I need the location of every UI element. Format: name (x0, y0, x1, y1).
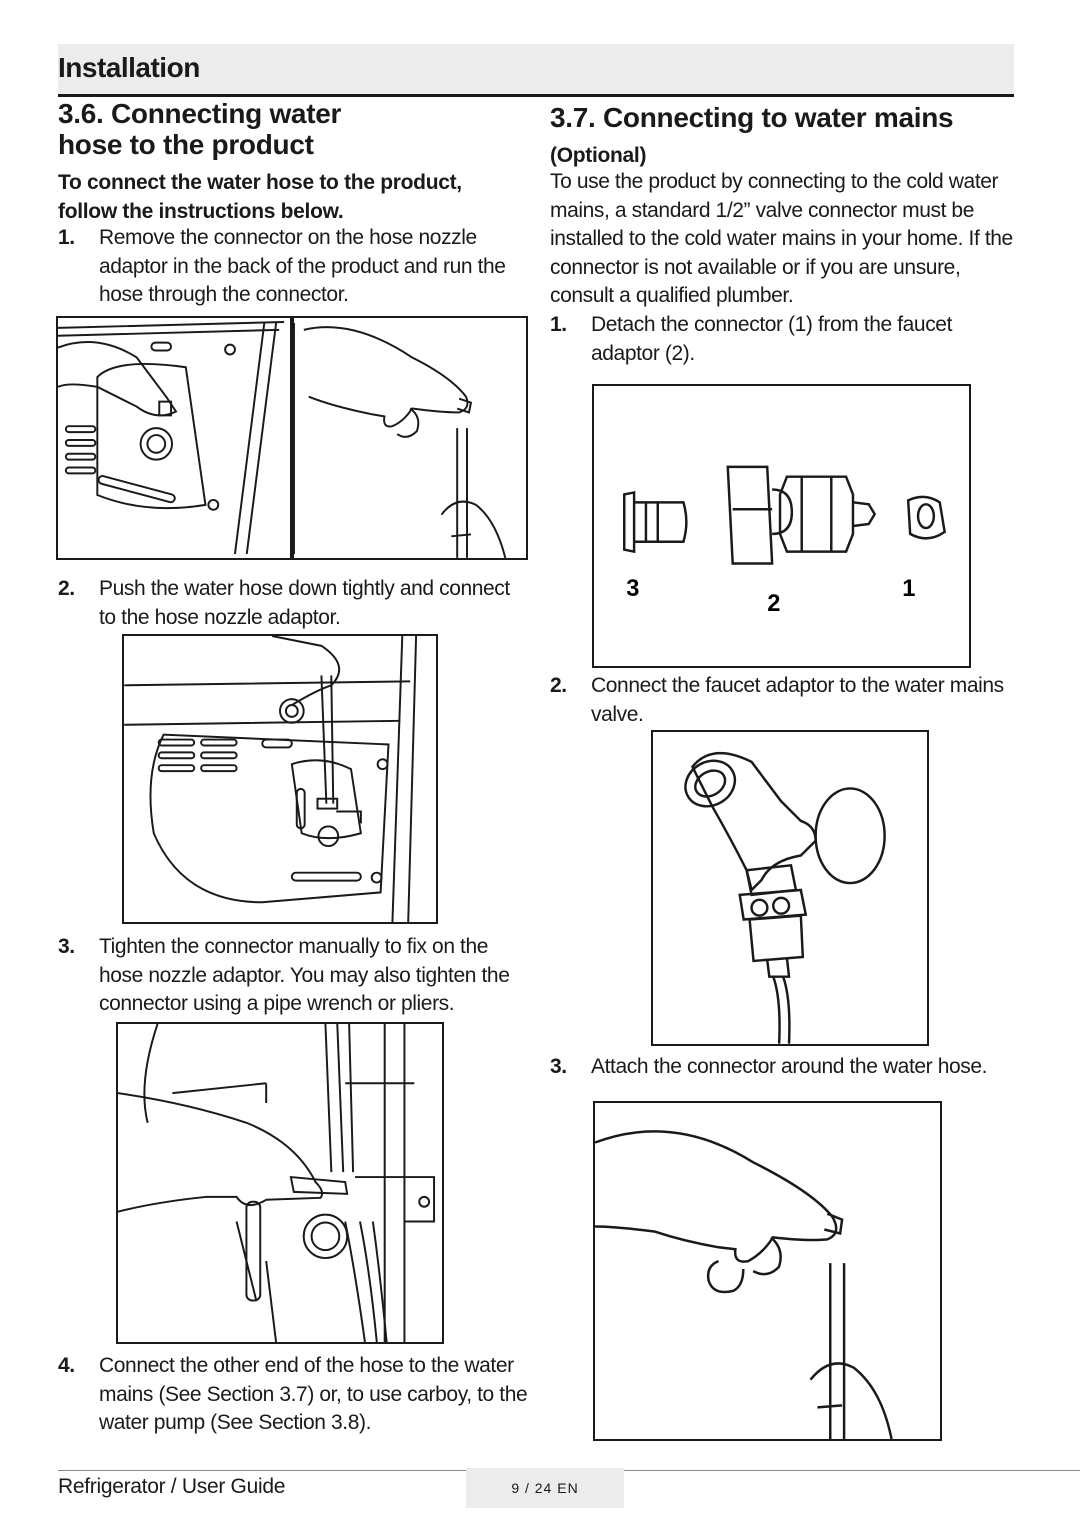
optional-label: (Optional) (550, 144, 647, 167)
step-number: 2. (58, 577, 75, 600)
fig-tighten-connector (116, 1022, 444, 1344)
step-text: Attach the connector around the water ho… (591, 1055, 988, 1078)
fig-faucet-adaptor (651, 730, 929, 1046)
left-section-title: 3.6. Connecting water hose to the produc… (58, 98, 341, 160)
step-number: 2. (550, 674, 567, 697)
part-1-label: 1 (902, 576, 915, 602)
part-2-shape (726, 465, 774, 565)
connector-parts-illustration: 3 2 1 (623, 465, 947, 617)
push-hose-illustration (124, 636, 418, 922)
step-number: 1. (58, 226, 75, 249)
left-title-line-1: 3.6. Connecting water (58, 98, 342, 129)
part-1-shape (906, 495, 947, 540)
step-number: 3. (550, 1055, 567, 1078)
right-step-3: 3. Attach the connector around the water… (550, 1053, 1020, 1082)
left-step-3: 3. Tighten the connector manually to fix… (58, 933, 528, 1019)
tighten-connector-illustration (118, 1024, 436, 1342)
fig-remove-connector-panel-b (292, 316, 528, 560)
left-intro: To connect the water hose to the product… (58, 168, 462, 226)
step-text: Detach the connector (1) from the faucet… (591, 313, 953, 365)
step-text: Remove the connector on the hose nozzle … (99, 226, 506, 306)
section-header: Installation (58, 44, 1014, 97)
left-step-4: 4. Connect the other end of the hose to … (58, 1352, 528, 1438)
step-text: Connect the faucet adaptor to the water … (591, 674, 1004, 726)
appliance-back-illustration (58, 321, 285, 555)
step-number: 3. (58, 935, 75, 958)
fig-connector-parts: 3 2 1 (592, 384, 971, 668)
fig-remove-connector-panel-a (56, 316, 292, 560)
right-section-title: 3.7. Connecting to water mains (550, 102, 954, 133)
left-intro-line-2: follow the instructions below. (58, 200, 344, 223)
part-3-label: 3 (626, 576, 639, 602)
right-step-2: 2. Connect the faucet adaptor to the wat… (550, 672, 1020, 729)
step-text: Tighten the connector manually to fix on… (99, 935, 510, 1015)
footer-page-number: 9 / 24 EN (466, 1468, 624, 1508)
fig-attach-connector (593, 1101, 942, 1441)
part-3-shape (623, 490, 688, 554)
part-2-label: 2 (767, 591, 780, 617)
hand-holding-connector-illustration (294, 322, 507, 558)
step-text: Push the water hose down tightly and con… (99, 577, 510, 629)
section-header-title: Installation (58, 52, 200, 83)
footer-document-title: Refrigerator / User Guide (58, 1475, 286, 1498)
right-intro: To use the product by connecting to the … (550, 170, 1013, 307)
step-number: 1. (550, 313, 567, 336)
left-step-1: 1. Remove the connector on the hose nozz… (58, 224, 528, 310)
right-step-1: 1. Detach the connector (1) from the fau… (550, 311, 1020, 368)
left-step-2: 2. Push the water hose down tightly and … (58, 575, 528, 632)
attach-connector-illustration (595, 1130, 893, 1439)
step-text: Connect the other end of the hose to the… (99, 1354, 528, 1434)
left-title-line-2: hose to the product (58, 129, 314, 160)
fig-push-hose (122, 634, 438, 924)
faucet-adaptor-illustration (684, 751, 886, 1044)
step-number: 4. (58, 1354, 75, 1377)
left-intro-line-1: To connect the water hose to the product… (58, 171, 462, 194)
